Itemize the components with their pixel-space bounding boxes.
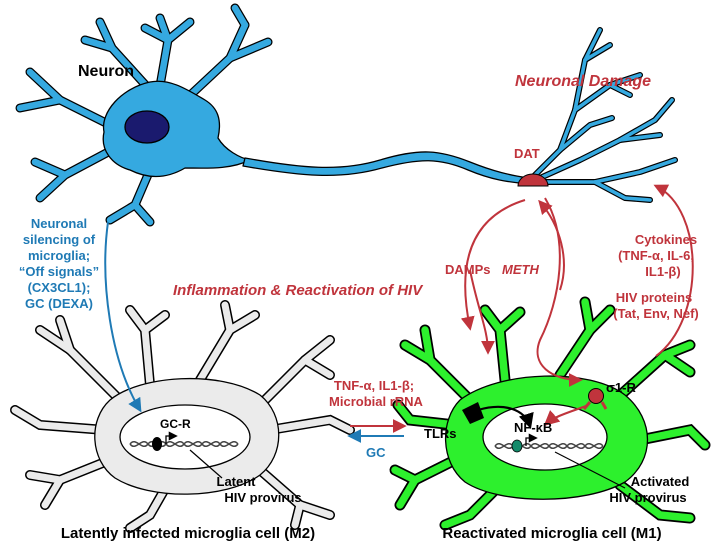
- cytokines-line: IL1-β): [645, 264, 680, 279]
- damps-label: DAMPs: [445, 262, 491, 277]
- dat-label: DAT: [514, 146, 540, 161]
- hiv-proteins-line: (Tat, Env, Nef): [613, 306, 698, 321]
- silencing-line: microglia;: [28, 248, 90, 263]
- cytokines-text: Cytokines (TNF-α, IL-6, IL1-β): [618, 232, 697, 279]
- neuron-label: Neuron: [78, 63, 134, 80]
- sigma1-receptor: [582, 388, 608, 410]
- gc-label: GC: [366, 445, 386, 460]
- latent-provirus-line: Latent: [217, 474, 257, 489]
- caption-m1: Reactivated microglia cell (M1): [442, 525, 661, 542]
- tlrs-label: TLRs: [424, 426, 457, 441]
- tnf-line: TNF-α, IL1-β;: [334, 378, 414, 393]
- reactivated-microglia-cell: [389, 296, 711, 531]
- tnf-line: Microbial rRNA: [329, 394, 424, 409]
- dat-transporter: [517, 173, 549, 187]
- latent-provirus-line: HIV provirus: [224, 490, 301, 505]
- gcr-label: GC-R: [160, 417, 191, 431]
- tlr-receptor: [462, 402, 484, 424]
- silencing-text: Neuronal silencing of microglia; “Off si…: [19, 216, 99, 311]
- inflammation-label: Inflammation & Reactivation of HIV: [173, 282, 424, 299]
- silencing-line: “Off signals”: [19, 264, 99, 279]
- cytokines-line: (TNF-α, IL-6,: [618, 248, 694, 263]
- pathway-arrows: [104, 184, 694, 443]
- cytokines-line: Cytokines: [635, 232, 697, 247]
- activated-provirus-line: HIV provirus: [609, 490, 686, 505]
- hiv-proteins-text: HIV proteins (Tat, Env, Nef): [613, 290, 698, 321]
- nfkb-label: NF-κB: [514, 420, 552, 435]
- silencing-line: GC (DEXA): [25, 296, 93, 311]
- neuronal-damage-label: Neuronal Damage: [515, 73, 651, 90]
- activated-provirus-line: Activated: [631, 474, 690, 489]
- silencing-line: Neuronal: [31, 216, 87, 231]
- activated-provirus-text: Activated HIV provirus: [609, 474, 689, 505]
- tnf-text: TNF-α, IL1-β; Microbial rRNA: [329, 378, 424, 409]
- hiv-proteins-line: HIV proteins: [616, 290, 693, 305]
- meth-label: METH: [502, 262, 539, 277]
- sigma-label: σ1-R: [606, 380, 636, 395]
- silencing-line: (CX3CL1);: [28, 280, 91, 295]
- latent-microglia-cell: [10, 300, 355, 533]
- caption-m2: Latently infected microglia cell (M2): [61, 525, 315, 542]
- silencing-line: silencing of: [23, 232, 96, 247]
- latent-provirus-text: Latent HIV provirus: [217, 474, 302, 505]
- neuron-cell: [15, 3, 678, 227]
